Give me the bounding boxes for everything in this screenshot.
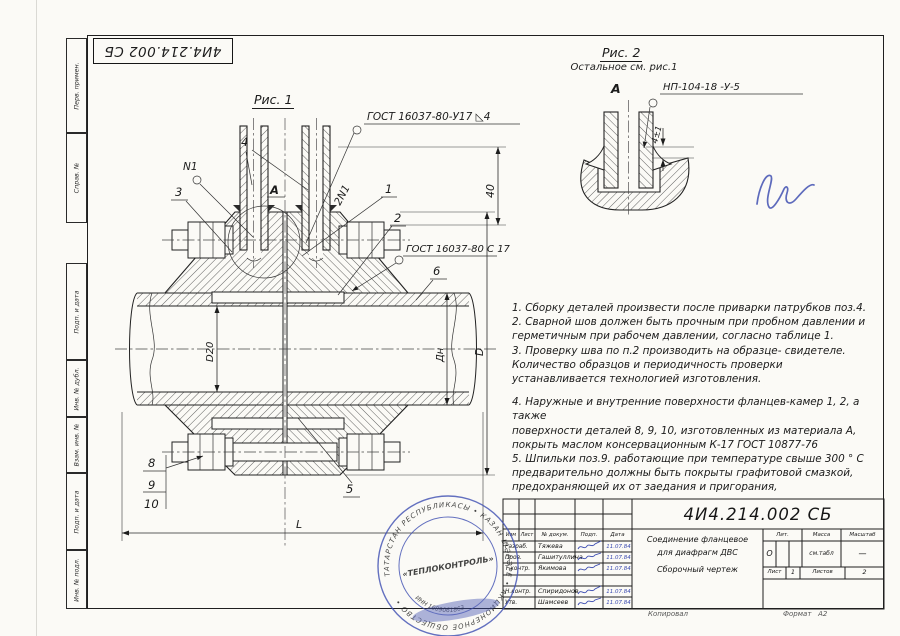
- tb-date: 11.07.84: [606, 565, 631, 572]
- margin-box-podp2: Подп. и дата: [66, 473, 87, 550]
- tb-date: 11.07.84: [606, 599, 631, 606]
- tb-col-dokum: № докум.: [541, 532, 569, 538]
- note-1: 1. Сборку деталей произвести после прива…: [512, 302, 867, 314]
- tb-scale-label: Масштаб: [849, 532, 876, 538]
- margin-box-perv: Перв. примен.: [66, 38, 87, 133]
- margin-label: Инв. № подл.: [73, 557, 80, 602]
- tb-role: Н.контр.: [505, 588, 531, 595]
- tb-role: Пров.: [505, 554, 522, 561]
- tb-name: Тяжева: [538, 543, 563, 550]
- footer-copied: Копировал: [648, 610, 688, 618]
- tb-doc-title-1: Соединение фланцевое: [646, 534, 749, 544]
- note-4: 4. Наружные и внутренние поверхности фла…: [512, 396, 860, 451]
- tb-name: Гашитуллина: [538, 554, 583, 561]
- margin-box-podp1: Подп. и дата: [66, 263, 87, 360]
- tb-mass-value: см.табл: [809, 550, 834, 557]
- tb-lit-label: Лит.: [776, 532, 789, 538]
- tb-col-izm: Изм: [505, 532, 517, 538]
- tb-mass-label: Масса: [812, 532, 831, 538]
- tb-col-data: Дата: [610, 532, 625, 538]
- tb-scale-value: —: [858, 549, 867, 558]
- note-3: 3. Проверку шва по п.2 производить на об…: [512, 344, 846, 386]
- fig2-title: Рис. 2: [600, 45, 643, 62]
- tb-role: Разраб.: [505, 543, 528, 550]
- tb-name: Шамсеев: [538, 599, 569, 606]
- margin-label: Справ. №: [73, 162, 80, 194]
- note-2: 2. Сварной шов должен быть прочным при п…: [512, 316, 866, 343]
- tb-col-list: Лист: [520, 532, 534, 538]
- notes-block: 1. Сборку деталей произвести после прива…: [512, 301, 878, 495]
- tb-date: 11.07.84: [606, 588, 631, 595]
- margin-box-vzam: Взам. инв. №: [66, 417, 87, 473]
- margin-box-sprav: Справ. №: [66, 133, 87, 223]
- tb-col-podp: Подп.: [580, 532, 598, 538]
- tb-doc-type: Сборочный чертеж: [657, 564, 738, 574]
- tb-designation: 4И4.214.002 СБ: [683, 504, 833, 524]
- margin-label: Подп. и дата: [73, 490, 80, 533]
- tb-lit-value: О: [766, 549, 773, 558]
- tb-sheet-label: Лист: [767, 569, 782, 575]
- tb-sheet-value: 1: [790, 568, 796, 576]
- tb-doc-title-2: для диафрагм ДВС: [657, 547, 738, 557]
- tb-role: Т.контр.: [505, 565, 531, 572]
- tb-role: Утв.: [505, 599, 518, 606]
- tb-sheets-label: Листов: [812, 569, 833, 575]
- tb-name: Спиридонов: [538, 588, 579, 595]
- fig2-subtitle: Остальное см. рис.1: [570, 62, 678, 73]
- scan-edge: [36, 0, 37, 636]
- tb-date: 11.07.84: [606, 543, 631, 550]
- note-5: 5. Шпильки поз.9. работающие при темпера…: [512, 453, 864, 494]
- top-designation-text: 4И4.214.002 СБ: [104, 43, 222, 59]
- tb-name: Якимова: [538, 565, 567, 572]
- margin-label: Подп. и дата: [73, 290, 80, 333]
- margin-label: Взам. инв. №: [73, 423, 80, 467]
- margin-box-inv-dubl: Инв. № дубл.: [66, 360, 87, 417]
- margin-label: Инв. № дубл.: [73, 366, 80, 411]
- margin-label: Перв. примен.: [73, 61, 80, 110]
- tb-sheets-value: 2: [862, 568, 867, 576]
- title-block: 4И4.214.002 СБ Соединение фланцевое для …: [503, 499, 884, 609]
- footer-format: Формат А2: [783, 610, 828, 618]
- tb-date: 11.07.84: [606, 554, 631, 561]
- fig1-title: Рис. 1: [252, 92, 295, 109]
- margin-box-inv-podl: Инв. № подл.: [66, 550, 87, 609]
- top-designation-box: 4И4.214.002 СБ: [93, 38, 233, 64]
